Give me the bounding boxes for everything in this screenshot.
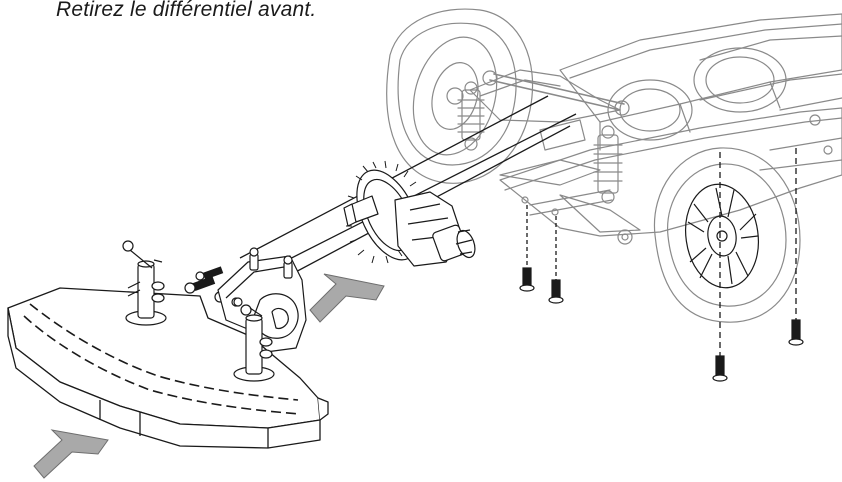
removal-arrow-differential — [309, 273, 385, 323]
instruction-text: Retirez le différentiel avant. — [56, 0, 317, 21]
removal-arrow-stand — [33, 429, 109, 479]
front-left-wheel — [386, 8, 534, 184]
screw-icon[interactable] — [788, 319, 804, 346]
screw-icon[interactable] — [519, 267, 535, 292]
guide-lines — [239, 95, 797, 358]
car-chassis — [457, 13, 842, 245]
maintenance-stand — [7, 287, 329, 449]
front-left-shock — [457, 81, 485, 151]
front-right-shock — [593, 125, 623, 204]
gearbox-bulkhead[interactable] — [217, 247, 307, 353]
front-right-wheel[interactable] — [653, 147, 801, 323]
stand-post-left — [122, 240, 167, 326]
stand-post-right — [233, 297, 275, 382]
screw-icon[interactable] — [712, 355, 728, 382]
gray-block-arrow — [33, 273, 385, 479]
front-differential[interactable] — [343, 160, 478, 270]
screw-icon[interactable] — [184, 276, 216, 294]
screw-icon[interactable] — [195, 266, 224, 281]
screw-icon[interactable] — [548, 279, 564, 304]
